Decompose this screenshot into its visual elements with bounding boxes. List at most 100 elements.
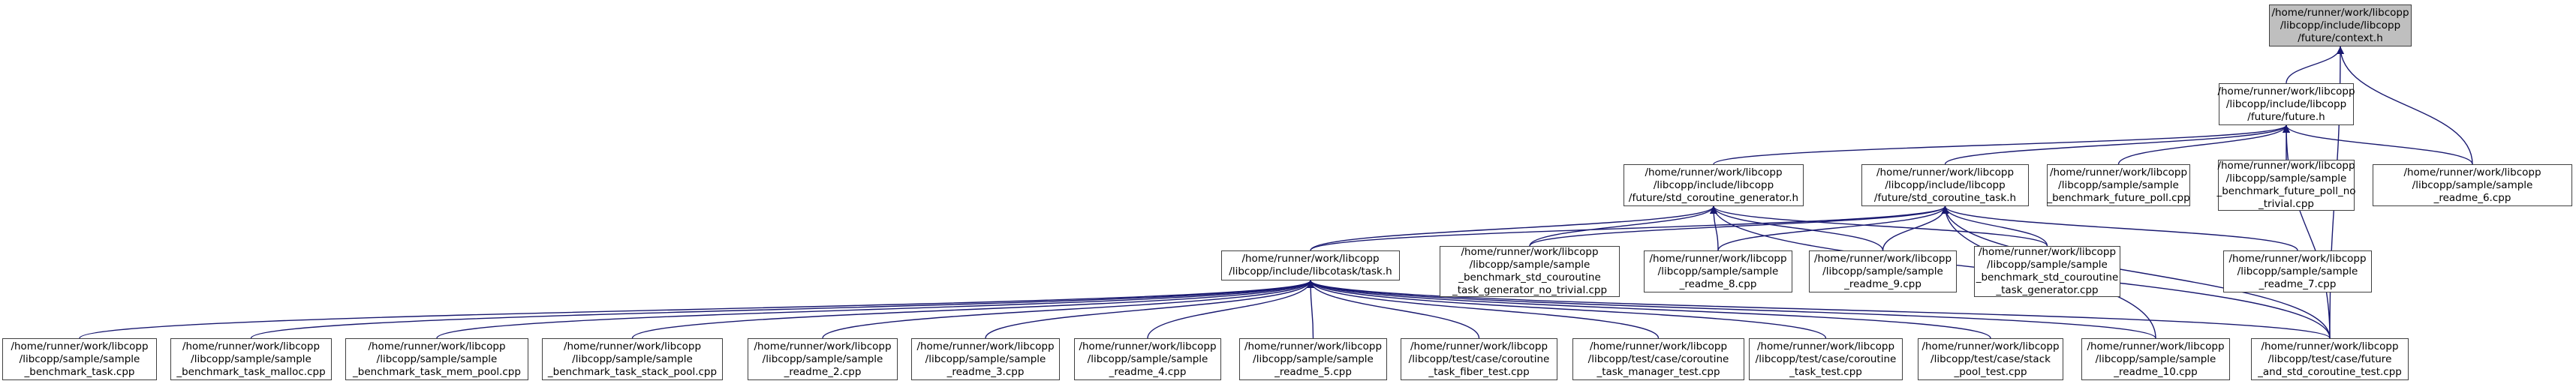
node-label-line: /libcopp/sample/sample <box>1822 265 1943 278</box>
node-label-line: /libcopp/sample/sample <box>1987 259 2108 271</box>
node-label-line: _and_std_coroutine_test.cpp <box>2258 365 2402 378</box>
node-label-line: /home/runner/work/libcopp <box>2049 166 2188 178</box>
node-label-line: /home/runner/work/libcopp <box>916 340 1055 352</box>
node-readme-10[interactable]: /home/runner/work/libcopp/libcopp/sample… <box>2081 338 2230 380</box>
node-label-line: _benchmark_std_couroutine <box>1976 272 2119 284</box>
edge-readme-9-to-std-coroutine-task <box>1882 206 1949 251</box>
node-std-coroutine-task[interactable]: /home/runner/work/libcopp/libcopp/includ… <box>1861 164 2029 206</box>
node-std-coroutine-generator[interactable]: /home/runner/work/libcopp/libcopp/includ… <box>1624 164 1804 206</box>
node-readme-9[interactable]: /home/runner/work/libcopp/libcopp/sample… <box>1809 250 1957 292</box>
node-stack-pool-test[interactable]: /home/runner/work/libcopp/libcopp/test/c… <box>1918 338 2063 380</box>
node-label-line: /libcopp/sample/sample <box>1469 259 1590 271</box>
node-label-line: /libcopp/sample/sample <box>1657 265 1779 278</box>
edge-readme-8-to-std-coroutine-task <box>1717 206 1949 251</box>
node-label-line: /libcopp/sample/sample <box>1087 352 1208 365</box>
node-benchmark-task[interactable]: /home/runner/work/libcopp/libcopp/sample… <box>2 338 157 380</box>
node-label-line: _readme_10.cpp <box>2114 365 2198 378</box>
node-benchmark-future-poll-no-trivial[interactable]: /home/runner/work/libcopp/libcopp/sample… <box>2216 160 2356 211</box>
edge-gen-to-std-coroutine-generator <box>1710 206 2048 247</box>
node-readme-8[interactable]: /home/runner/work/libcopp/libcopp/sample… <box>1644 250 1792 292</box>
node-label-line: _readme_7.cpp <box>2259 278 2337 290</box>
node-readme-3[interactable]: /home/runner/work/libcopp/libcopp/sample… <box>911 338 1060 380</box>
node-fiber-test[interactable]: /home/runner/work/libcopp/libcopp/test/c… <box>1401 338 1557 380</box>
node-label-line: _benchmark_task.cpp <box>24 365 135 378</box>
node-readme-7[interactable]: /home/runner/work/libcopp/libcopp/sample… <box>2223 250 2372 292</box>
node-label-line: _readme_9.cpp <box>1844 278 1921 290</box>
node-label-line: /home/runner/work/libcopp <box>2261 340 2399 352</box>
node-label-line: /home/runner/work/libcopp <box>368 340 506 352</box>
node-label-line: _readme_2.cpp <box>784 365 862 378</box>
edge-std-coroutine-generator-to-future <box>1713 124 2290 165</box>
node-label-line: /future/std_coroutine_task.h <box>1873 191 2017 204</box>
node-label-line: _readme_5.cpp <box>1274 365 1352 378</box>
node-task-h[interactable]: /home/runner/work/libcopp/libcopp/includ… <box>1221 250 1400 280</box>
edge-manager-test-to-task-h <box>1307 280 1660 339</box>
node-label-line: /home/runner/work/libcopp <box>1813 252 1952 265</box>
node-label-line: /home/runner/work/libcopp <box>1649 252 1787 265</box>
node-label-line: _benchmark_std_couroutine <box>1458 272 1601 284</box>
node-label-line: _readme_3.cpp <box>946 365 1025 378</box>
node-label-line: /libcopp/sample/sample <box>762 352 883 365</box>
node-manager-test[interactable]: /home/runner/work/libcopp/libcopp/test/c… <box>1572 338 1744 380</box>
edge-future-std-test-to-task-h <box>1307 280 2331 339</box>
node-label-line: _benchmark_future_poll_no <box>2216 185 2356 197</box>
node-label-line: /libcopp/sample/sample <box>2225 172 2347 184</box>
node-label-line: /home/runner/work/libcopp <box>1978 246 2117 258</box>
node-label-line: /home/runner/work/libcopp <box>11 340 149 352</box>
edge-task-h-to-std-coroutine-task <box>1310 206 1949 251</box>
node-label-line: /home/runner/work/libcopp <box>1410 340 1548 352</box>
node-label-line: _task_manager_test.cpp <box>1596 365 1720 378</box>
node-label-line: /libcopp/test/case/coroutine <box>1755 352 1897 365</box>
node-label-line: /libcopp/sample/sample <box>572 352 693 365</box>
node-label-line: /home/runner/work/libcopp <box>2271 6 2409 19</box>
edge-gen-to-std-coroutine-task <box>1941 206 2048 247</box>
node-future[interactable]: /home/runner/work/libcopp/libcopp/includ… <box>2217 83 2355 125</box>
node-benchmark-task-stack-pool[interactable]: /home/runner/work/libcopp/libcopp/sample… <box>542 338 723 380</box>
edge-benchmark-future-poll-to-future <box>2117 124 2290 165</box>
node-label-line: /libcopp/test/case/stack <box>1930 352 2051 365</box>
edge-future-to-context <box>2286 46 2344 84</box>
node-readme-4[interactable]: /home/runner/work/libcopp/libcopp/sample… <box>1074 338 1221 380</box>
node-readme-6[interactable]: /home/runner/work/libcopp/libcopp/sample… <box>2373 164 2572 206</box>
node-label-line: /libcopp/test/case/future <box>2268 352 2392 365</box>
node-label-line: /libcopp/sample/sample <box>2412 178 2533 191</box>
node-label-line: /libcopp/test/case/coroutine <box>1408 352 1550 365</box>
node-future-std-test[interactable]: /home/runner/work/libcopp/libcopp/test/c… <box>2251 338 2409 380</box>
node-label-line: _readme_6.cpp <box>2433 191 2511 204</box>
edge-readme-2-to-task-h <box>822 280 1314 339</box>
edge-future-std-test-to-std-coroutine-task <box>1941 206 2331 339</box>
node-label-line: /home/runner/work/libcopp <box>182 340 320 352</box>
edge-readme-3-to-task-h <box>985 280 1314 339</box>
node-label-line: /home/runner/work/libcopp <box>1756 340 1895 352</box>
node-label-line: /libcopp/sample/sample <box>191 352 311 365</box>
node-readme-5[interactable]: /home/runner/work/libcopp/libcopp/sample… <box>1239 338 1387 380</box>
edge-benchmark-task-mem-pool-to-task-h <box>436 280 1314 339</box>
node-gen-no-trivial[interactable]: /home/runner/work/libcopp/libcopp/sample… <box>1440 246 1620 297</box>
node-label-line: /home/runner/work/libcopp <box>1876 166 2015 178</box>
node-context: /home/runner/work/libcopp/libcopp/includ… <box>2269 4 2412 46</box>
node-benchmark-task-mem-pool[interactable]: /home/runner/work/libcopp/libcopp/sample… <box>345 338 528 380</box>
node-gen[interactable]: /home/runner/work/libcopp/libcopp/sample… <box>1974 246 2120 297</box>
node-readme-2[interactable]: /home/runner/work/libcopp/libcopp/sample… <box>748 338 898 380</box>
node-label-line: _task_generator.cpp <box>1996 284 2099 296</box>
edge-task-h-to-std-coroutine-generator <box>1310 206 1717 251</box>
node-label-line: _benchmark_task_stack_pool.cpp <box>547 365 718 378</box>
node-task-test[interactable]: /home/runner/work/libcopp/libcopp/test/c… <box>1749 338 1903 380</box>
node-label-line: /future/std_coroutine_generator.h <box>1628 191 1799 204</box>
node-label-line: /home/runner/work/libcopp <box>1461 246 1599 258</box>
node-label-line: /home/runner/work/libcopp <box>2217 85 2355 98</box>
edge-benchmark-task-stack-pool-to-task-h <box>631 280 1314 339</box>
node-label-line: /libcopp/sample/sample <box>925 352 1046 365</box>
node-label-line: _benchmark_future_poll.cpp <box>2047 191 2190 204</box>
edge-readme-5-to-task-h <box>1307 280 1315 339</box>
node-label-line: /libcopp/sample/sample <box>19 352 140 365</box>
node-benchmark-future-poll[interactable]: /home/runner/work/libcopp/libcopp/sample… <box>2047 164 2190 206</box>
edge-readme-4-to-task-h <box>1147 280 1314 339</box>
node-label-line: /home/runner/work/libcopp <box>754 340 892 352</box>
edge-readme-6-to-future <box>2283 124 2473 165</box>
node-label-line: _readme_8.cpp <box>1679 278 1757 290</box>
edge-gen-no-trivial-to-std-coroutine-generator <box>1529 206 1717 247</box>
edge-readme-7-to-std-coroutine-task <box>1941 206 2298 251</box>
node-benchmark-task-malloc[interactable]: /home/runner/work/libcopp/libcopp/sample… <box>170 338 332 380</box>
